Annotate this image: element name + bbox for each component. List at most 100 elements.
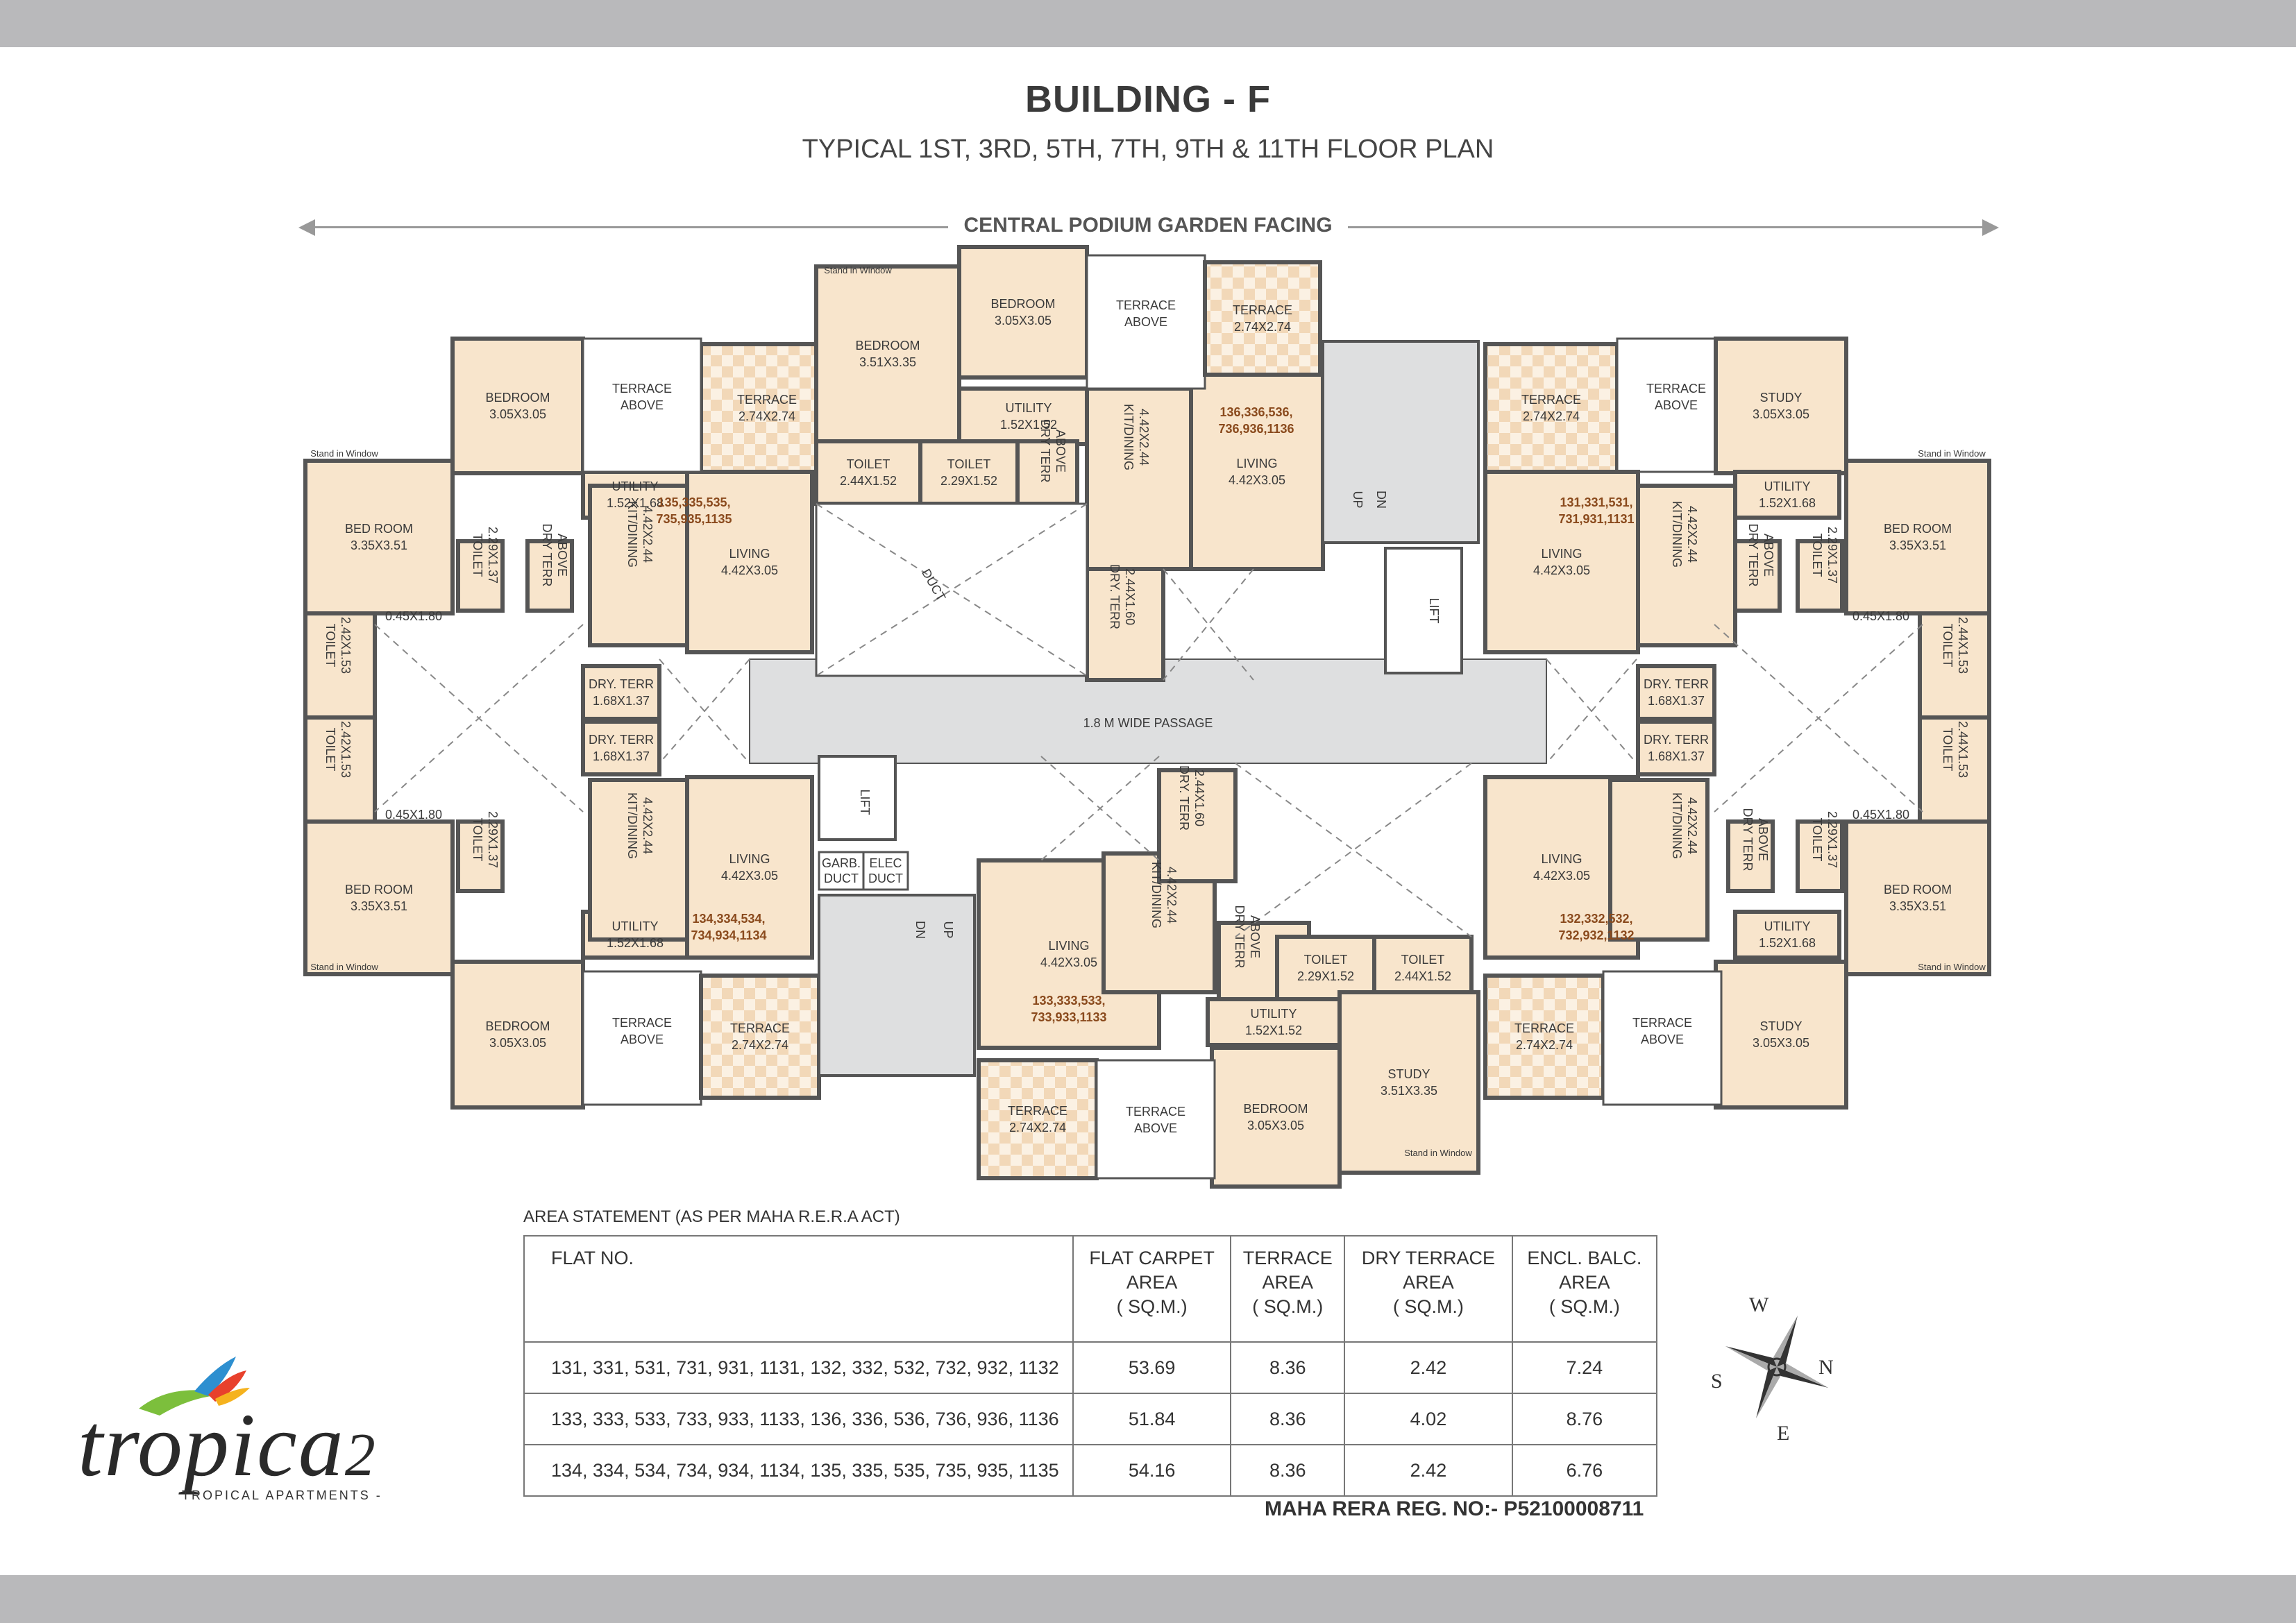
top-band [0, 0, 2296, 47]
flat-no-nc-1: 136,336,536, [1219, 405, 1292, 419]
lift-n-label: LIFT [1427, 597, 1441, 623]
terrace-above-ne-dim: ABOVE [1655, 398, 1698, 412]
compass-icon: W N S E [1711, 1293, 1834, 1443]
bed-room-sw-dim: 3.35X3.51 [351, 899, 407, 913]
utility-sc-dim: 1.52X1.52 [1245, 1023, 1302, 1037]
area-cell-flats: 134, 334, 534, 734, 934, 1134, 135, 335,… [523, 1444, 1074, 1497]
utility-ne-dim: 1.52X1.68 [1759, 496, 1816, 510]
dry-terr-sw [581, 720, 661, 776]
toilet-w1 [303, 611, 377, 720]
dry-terr-nc [1085, 567, 1165, 682]
toilet-w1-dim: 2.42X1.53 [339, 617, 353, 674]
area-header-line: AREA [1403, 1272, 1454, 1293]
utility-sw-label: UTILITY [611, 919, 658, 933]
terrace-above-sc-dim: ABOVE [1134, 1121, 1177, 1135]
study-ne [1714, 337, 1848, 475]
ledge-note-1: 0.45X1.80 [385, 808, 442, 822]
lift-s-label: LIFT [858, 789, 872, 815]
bird-icon [139, 1357, 250, 1416]
living-se-dim: 4.42X3.05 [1533, 869, 1590, 883]
dry-terr-se-dim: 1.68X1.37 [1648, 749, 1705, 763]
dry-terr-se-label: DRY. TERR [1644, 733, 1709, 747]
shaft-e-diag-b [1714, 624, 1923, 813]
bedroom-sc [1210, 1046, 1342, 1189]
utility-se [1733, 910, 1841, 960]
toilet-w2-dim: 2.42X1.53 [339, 721, 353, 778]
dry-terr-ne-label: DRY. TERR [1644, 677, 1709, 691]
elec-duct [862, 851, 909, 891]
terrace-above-nc-label: TERRACE [1116, 298, 1176, 312]
bedroom-nc-label: BEDROOM [855, 339, 920, 352]
flat-no-sw-1: 134,334,534, [692, 912, 765, 926]
stand-in-window-0: Stand in Window [310, 448, 378, 459]
compass-s: S [1711, 1370, 1723, 1393]
stair-s-up: UP [941, 921, 955, 938]
dry-terr-above-sc-label: DRY TERR [1233, 905, 1247, 968]
living-nw-dim: 4.42X3.05 [721, 563, 778, 577]
toilet-se-label: TOILET [1810, 818, 1824, 862]
dry-terr-nw-dim: 1.68X1.37 [593, 694, 650, 708]
terrace-above-nw-label: TERRACE [612, 382, 672, 396]
area-header-line: ( SQ.M.) [1392, 1296, 1464, 1317]
kit-dining-nc-label: KIT/DINING [1122, 404, 1136, 470]
duct-box [815, 502, 1088, 677]
dry-terr-above-ne-label: DRY TERR [1746, 523, 1760, 586]
flat-no-ne-1: 131,331,531, [1560, 495, 1632, 509]
toilet-sc2-dim: 2.44X1.52 [1394, 969, 1451, 983]
toilet-sc1 [1275, 935, 1376, 1001]
study-se [1714, 960, 1848, 1110]
terrace-sw [699, 974, 821, 1100]
facing-label: CENTRAL PODIUM GARDEN FACING [0, 214, 2296, 237]
living-ne-dim: 4.42X3.05 [1533, 563, 1590, 577]
dry-terr-sc-label: DRY. TERR [1177, 765, 1191, 831]
toilet-sc1-dim: 2.29X1.52 [1297, 969, 1354, 983]
utility-sw-dim: 1.52X1.68 [607, 936, 664, 950]
kit-dining-ne [1636, 484, 1737, 647]
bedroom-nc2 [957, 245, 1089, 380]
terrace-ne [1483, 342, 1619, 474]
ledge-note-2: 0.45X1.80 [1852, 609, 1909, 623]
duct-diag-b [816, 503, 1088, 677]
living-sw-dim: 4.42X3.05 [721, 869, 778, 883]
bedroom-nc-dim: 3.51X3.35 [859, 355, 916, 369]
dry-terr-sw-label: DRY. TERR [589, 733, 654, 747]
lift-n-box [1384, 547, 1463, 674]
dry-terr-above-nw-label: DRY TERR [540, 523, 554, 586]
bedroom-nw [450, 337, 585, 475]
area-header-line: ( SQ.M.) [1116, 1296, 1188, 1317]
toilet-e1 [1918, 611, 1991, 720]
living-ne [1483, 470, 1640, 654]
toilet-ne [1796, 539, 1844, 613]
shaft-ne-diag-b [1546, 658, 1637, 764]
flat-no-sw-2: 734,934,1134 [691, 928, 766, 942]
bedroom-nw-label: BEDROOM [485, 391, 550, 405]
kit-dining-sw [588, 778, 689, 942]
bed-room-nw-dim: 3.35X3.51 [351, 538, 407, 552]
area-header-line: ( SQ.M.) [1252, 1296, 1324, 1317]
terrace-sw-dim: 2.74X2.74 [732, 1038, 788, 1052]
utility-nw-label: UTILITY [611, 479, 658, 493]
toilet-nw-dim: 2.29X1.37 [486, 527, 500, 584]
terrace-se [1483, 974, 1605, 1100]
living-se-label: LIVING [1541, 852, 1582, 866]
living-nc-dim: 4.42X3.05 [1229, 473, 1285, 487]
passage-label: 1.8 M WIDE PASSAGE [1083, 716, 1213, 730]
garb-label: GARB. [822, 856, 861, 870]
area-cell-flats: 131, 331, 531, 731, 931, 1131, 132, 332,… [523, 1341, 1074, 1394]
terrace-sc-label: TERRACE [1008, 1104, 1067, 1118]
bed-room-sw [303, 819, 455, 976]
toilet-w1-label: TOILET [323, 624, 337, 668]
arrow-right-icon [1982, 219, 1999, 236]
stand-in-window-1: Stand in Window [310, 962, 378, 972]
terrace-sc-dim: 2.74X2.74 [1009, 1121, 1066, 1135]
dry-terr-above-ne [1733, 539, 1782, 613]
terrace-above-ne-label: TERRACE [1646, 382, 1706, 396]
shaft-w-diag-b [374, 624, 584, 813]
dry-terr-nw-label: DRY. TERR [589, 677, 654, 691]
dry-terr-above-se-dim: ABOVE [1756, 818, 1770, 861]
utility-nc [957, 386, 1100, 446]
toilet-nc1 [814, 439, 922, 506]
study-sc [1337, 990, 1480, 1175]
dry-terr-above-sc-dim: ABOVE [1248, 915, 1262, 958]
toilet-ne-dim: 2.29X1.37 [1825, 527, 1839, 584]
